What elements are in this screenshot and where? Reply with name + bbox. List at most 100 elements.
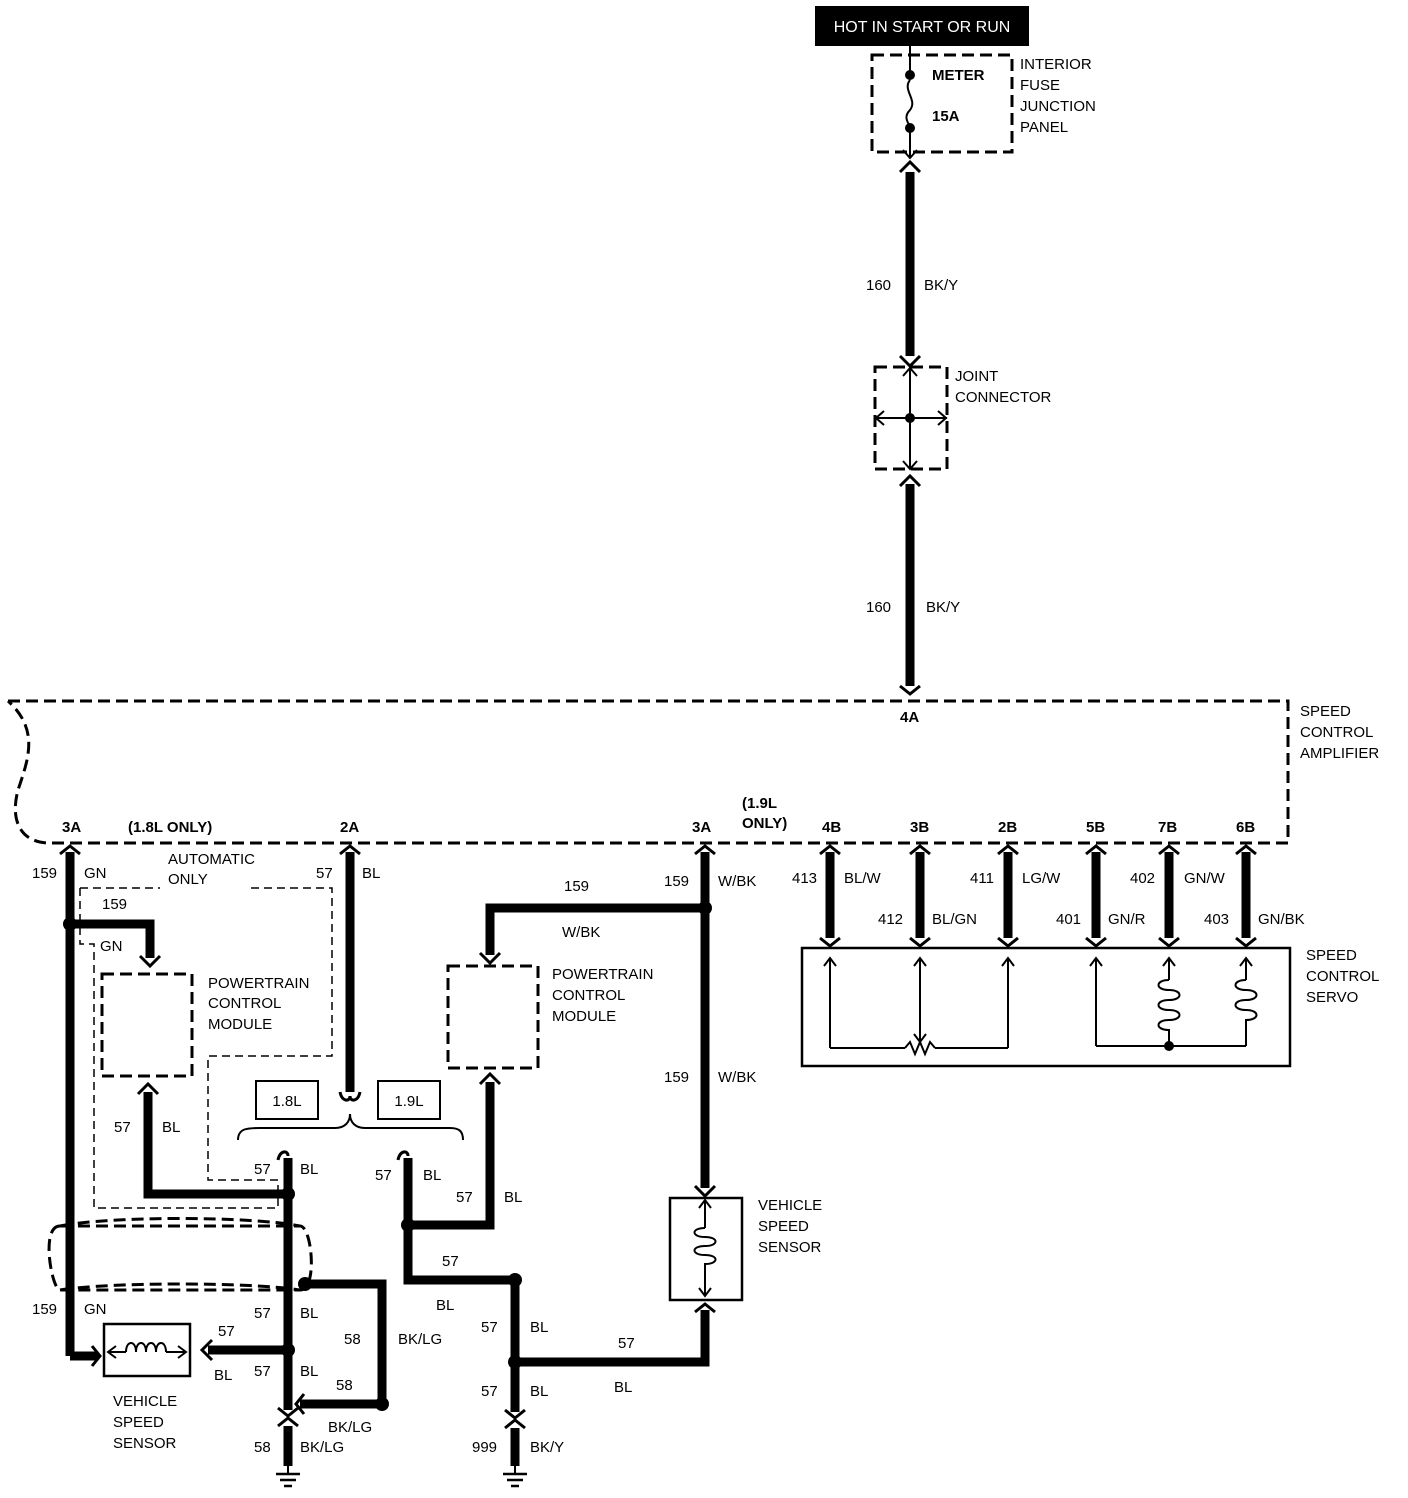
amplifier-pin-6b: 6B: [1236, 819, 1255, 836]
wire-57-2a-color: BL: [362, 865, 380, 882]
wire-159-gn-branch-color: GN: [100, 938, 123, 955]
wire-412-color: BL/GN: [932, 911, 977, 928]
wire-57-19-color: BL: [423, 1167, 441, 1184]
wire-57-vss-right-num: 57: [618, 1335, 635, 1352]
servo-splice: [1164, 1041, 1174, 1051]
vss-right-label-2: SPEED: [758, 1218, 809, 1235]
wire-57-vss-right: [515, 1310, 710, 1367]
vss-right-label-3: SENSOR: [758, 1239, 822, 1256]
wire-57-19-num: 57: [375, 1167, 392, 1184]
wire-57-mid-a-color: BL: [530, 1319, 548, 1336]
amplifier-label-3: AMPLIFIER: [1300, 745, 1379, 762]
wire-160-lower-color: BK/Y: [926, 599, 960, 616]
amplifier-pin-3a-left: 3A: [62, 819, 81, 836]
pcm-right-label-3: MODULE: [552, 1008, 616, 1025]
engine-brace: [237, 1113, 464, 1141]
wire-57-18-color: BL: [300, 1161, 318, 1178]
wire-57-mid-b-color: BL: [530, 1383, 548, 1400]
fuse-panel-label-4: PANEL: [1020, 119, 1068, 136]
wire-57-18-num: 57: [254, 1161, 271, 1178]
servo-label-1: SPEED: [1306, 947, 1357, 964]
fuse-panel-box: [870, 53, 1014, 154]
amplifier-label-1: SPEED: [1300, 703, 1351, 720]
auto-only-label-2: ONLY: [168, 871, 208, 888]
shield-outline: [47, 1224, 313, 1292]
wire-58-b-num: 58: [336, 1377, 353, 1394]
ground-symbol-right: [503, 1462, 527, 1488]
engine-18-label: 1.8L: [272, 1093, 301, 1110]
wire-999-color: BK/Y: [530, 1439, 564, 1456]
wire-159-gn-branch: [70, 919, 155, 958]
wire-159-gn-lower-num: 159: [32, 1301, 57, 1318]
pcm-right-label-1: POWERTRAIN: [552, 966, 653, 983]
wire-57-vss-left-color: BL: [214, 1367, 232, 1384]
wire-411-color: LG/W: [1022, 870, 1061, 887]
pcm-left-label-1: POWERTRAIN: [208, 975, 309, 992]
fuse-panel-label-3: JUNCTION: [1020, 98, 1096, 115]
amplifier-pin-7b: 7B: [1158, 819, 1177, 836]
engine-18-box: [255, 1080, 319, 1120]
amplifier-pin-5b: 5B: [1086, 819, 1105, 836]
wire-401-num: 401: [1056, 911, 1081, 928]
joint-connector-label-1: JOINT: [955, 368, 998, 385]
wire-58-a-color: BK/LG: [398, 1331, 442, 1348]
amplifier-pin-3b: 3B: [910, 819, 929, 836]
wire-159-branch-color: W/BK: [562, 924, 600, 941]
fuse-terminal-top: [905, 70, 915, 80]
vss-left-coil: [106, 1342, 188, 1359]
wire-160-upper-color: BK/Y: [924, 277, 958, 294]
wire-403-color: GN/BK: [1258, 911, 1305, 928]
wire-57-pcm-left-color: BL: [162, 1119, 180, 1136]
servo-label-3: SERVO: [1306, 989, 1358, 1006]
wire-58-ground-color: BK/LG: [300, 1439, 344, 1456]
vss-left-label-2: SPEED: [113, 1414, 164, 1431]
vss-right-label-1: VEHICLE: [758, 1197, 822, 1214]
amplifier-pin-4b: 4B: [822, 819, 841, 836]
vss-left-label-1: VEHICLE: [113, 1393, 177, 1410]
servo-internals: [823, 956, 1258, 1057]
wire-413-color: BL/W: [844, 870, 882, 887]
fuse-name: METER: [932, 67, 985, 84]
wire-57-vss-left-num: 57: [218, 1323, 235, 1340]
wire-159-gn-color: GN: [84, 865, 107, 882]
servo-label-2: CONTROL: [1306, 968, 1379, 985]
joint-connector-label-2: CONNECTOR: [955, 389, 1052, 406]
wire-57-2a-num: 57: [316, 865, 333, 882]
wire-159-branch-num: 159: [564, 878, 589, 895]
wire-159-wbk-mid-color: W/BK: [718, 1069, 756, 1086]
amplifier-pin-4a: 4A: [900, 709, 919, 726]
splice-57-mid-bottom: [508, 1355, 522, 1369]
pcm-right-box: [446, 964, 540, 1070]
amplifier-pin-2a: 2A: [340, 819, 359, 836]
wire-57-pcm-right-num: 57: [456, 1189, 473, 1206]
wire-999-num: 999: [472, 1439, 497, 1456]
hot-label: HOT IN START OR RUN: [834, 19, 1011, 36]
fuse-panel-label-1: INTERIOR: [1020, 56, 1092, 73]
pcm-left-label-3: MODULE: [208, 1016, 272, 1033]
wire-401-color: GN/R: [1108, 911, 1146, 928]
wire-403-num: 403: [1204, 911, 1229, 928]
hot-label-box: [815, 6, 1029, 46]
amplifier-pin-3a-right: 3A: [692, 819, 711, 836]
wire-57-pcm-right-color: BL: [504, 1189, 522, 1206]
wire-159-wbk-top-color: W/BK: [718, 873, 756, 890]
engine-19-box: [377, 1080, 441, 1120]
wire-57-horiz-a: [403, 1225, 515, 1285]
auto-only-outline: [79, 887, 333, 1209]
wire-57-pcm-left: [143, 1092, 288, 1199]
wire-57-left-low-num: 57: [254, 1363, 271, 1380]
wire-57-mid-a-num: 57: [481, 1319, 498, 1336]
vss-right-box: [668, 1196, 744, 1302]
vss-left-box: [102, 1322, 192, 1378]
wire-159-wbk-top-num: 159: [664, 873, 689, 890]
wire-57-horiz-a-num: 57: [442, 1253, 459, 1270]
wire-402-color: GN/W: [1184, 870, 1226, 887]
ground-symbol-left: [276, 1462, 300, 1488]
wire-159-gn-lower-color: GN: [84, 1301, 107, 1318]
auto-only-label-1: AUTOMATIC: [168, 851, 255, 868]
wire-57-left-mid-num: 57: [254, 1305, 271, 1322]
fuse-rating: 15A: [932, 108, 960, 125]
wire-57-horiz-a-color: BL: [436, 1297, 454, 1314]
wire-159-wbk-mid-num: 159: [664, 1069, 689, 1086]
